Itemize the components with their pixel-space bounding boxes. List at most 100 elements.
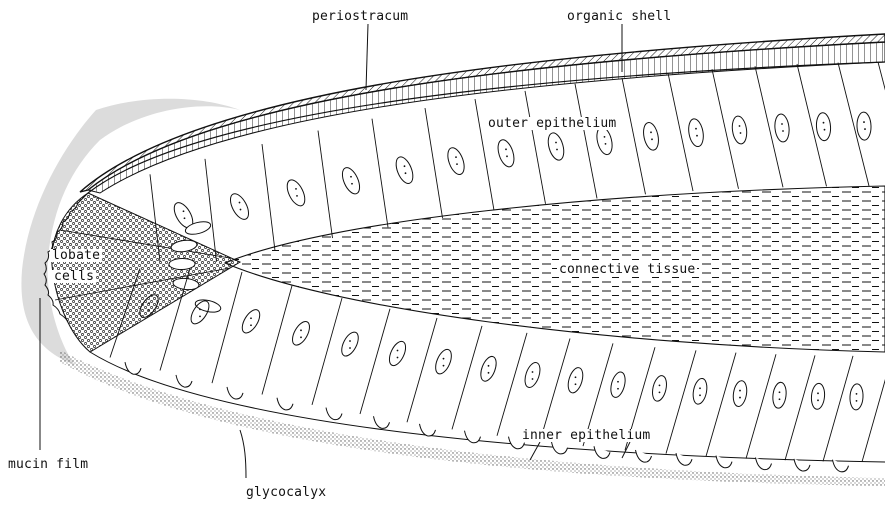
inner-cell-nucleus <box>732 380 749 408</box>
nucleus-dot <box>456 163 458 165</box>
nucleus-dot <box>148 309 150 311</box>
nucleus-dot <box>148 302 150 304</box>
outer-cell-wall <box>575 84 597 199</box>
nucleus-dot <box>695 128 697 130</box>
nucleus-dot <box>505 148 507 150</box>
outer-cell-wall <box>712 69 739 189</box>
nucleus-dot <box>443 358 445 360</box>
outer-cell-wall <box>622 78 646 194</box>
outer-cell-nucleus <box>445 146 468 177</box>
inner-cell-bulge <box>374 416 390 428</box>
outer-cell-wall <box>878 62 885 186</box>
outer-cell-nucleus <box>687 118 706 148</box>
inner-cell-wall <box>312 298 342 405</box>
inner-cell-wall <box>497 333 527 436</box>
inner-cell-wall <box>212 272 242 383</box>
label-outer-epithelium: outer epithelium <box>486 117 618 130</box>
nucleus-dot <box>296 195 298 197</box>
nucleus-dot <box>575 376 577 378</box>
nucleus-dot <box>443 365 445 367</box>
inner-cell-nucleus <box>289 319 313 348</box>
nucleus-dot <box>250 317 252 319</box>
nucleus-dot <box>250 324 252 326</box>
nucleus-dot <box>605 143 607 145</box>
nucleus-dot <box>740 132 742 134</box>
label-lobate-cells-line2: cells <box>52 270 96 283</box>
nucleus-dot <box>351 183 353 185</box>
nucleus-dot <box>699 387 701 389</box>
outer-cell-wall <box>318 131 333 238</box>
inner-cell-wall <box>706 353 736 457</box>
nucleus-dot <box>300 336 302 338</box>
nucleus-dot <box>739 390 741 392</box>
leader-inner-epithelium-2 <box>622 442 630 458</box>
leader-periostracum <box>366 24 368 90</box>
label-periostracum: periostracum <box>312 10 408 23</box>
outer-cell-wall <box>425 108 443 218</box>
nucleus-dot <box>863 121 865 123</box>
nucleus-dot <box>650 131 652 133</box>
inner-cell-nucleus <box>810 383 825 410</box>
outer-cell-nucleus <box>284 177 309 208</box>
inner-cell-nucleus <box>478 354 499 383</box>
nucleus-dot <box>555 142 557 144</box>
outer-cell-nucleus <box>545 131 566 162</box>
nucleus-dot <box>779 391 781 393</box>
nucleus-dot <box>199 316 201 318</box>
inner-cell-wall <box>862 356 885 462</box>
inner-cell-wall <box>452 326 482 429</box>
inner-cell-wall <box>407 318 437 422</box>
nucleus-dot <box>199 309 201 311</box>
nucleus-dot <box>183 210 185 212</box>
nucleus-dot <box>239 202 241 204</box>
label-glycocalyx: glycocalyx <box>246 486 326 499</box>
nucleus-dot <box>659 384 661 386</box>
inner-cell-nucleus <box>338 330 361 359</box>
outer-cell-wall <box>525 91 546 204</box>
label-connective-tissue: connective tissue <box>557 263 697 276</box>
nucleus-dot <box>824 129 826 131</box>
outer-cell-nucleus <box>774 113 791 142</box>
nucleus-dot <box>617 381 619 383</box>
outer-cell-nucleus <box>816 112 832 141</box>
outer-cell-wall <box>797 64 827 186</box>
inner-cell-nucleus <box>691 377 709 405</box>
nucleus-dot <box>823 122 825 124</box>
outer-cell-wall <box>838 63 869 186</box>
inner-cell-wall <box>823 356 853 461</box>
inner-cell-wall <box>666 350 696 453</box>
leader-inner-epithelium <box>530 442 540 460</box>
inner-cell-bulge <box>326 408 342 420</box>
inner-cell-nucleus <box>608 370 627 398</box>
nucleus-dot <box>455 156 457 158</box>
inner-cell-nucleus <box>849 384 863 411</box>
inner-cell-nucleus <box>386 339 409 368</box>
nucleus-dot <box>699 394 701 396</box>
nucleus-dot <box>397 350 399 352</box>
nucleus-dot <box>617 388 619 390</box>
nucleus-dot <box>856 400 858 402</box>
label-inner-epithelium: inner epithelium <box>520 429 652 442</box>
nucleus-dot <box>696 135 698 137</box>
inner-cell-bulge <box>277 398 293 410</box>
nucleus-dot <box>184 217 186 219</box>
nucleus-dot <box>781 123 783 125</box>
lobate-nucleus <box>169 258 195 269</box>
label-organic-shell: organic shell <box>567 10 671 23</box>
connective-tissue <box>225 186 885 352</box>
label-lobate-cells-line1: lobate <box>50 249 102 262</box>
outer-cell-nucleus <box>495 138 517 169</box>
outer-cell-nucleus <box>731 115 749 145</box>
inner-cell-wall <box>746 354 776 458</box>
nucleus-dot <box>575 383 577 385</box>
nucleus-dot <box>532 371 534 373</box>
inner-cell-nucleus <box>650 374 669 402</box>
nucleus-dot <box>300 329 302 331</box>
nucleus-dot <box>405 172 407 174</box>
inner-cell-bulge <box>125 362 141 374</box>
nucleus-dot <box>739 125 741 127</box>
inner-cell-bulge <box>594 446 610 458</box>
nucleus-dot <box>817 399 819 401</box>
nucleus-dot <box>488 372 490 374</box>
